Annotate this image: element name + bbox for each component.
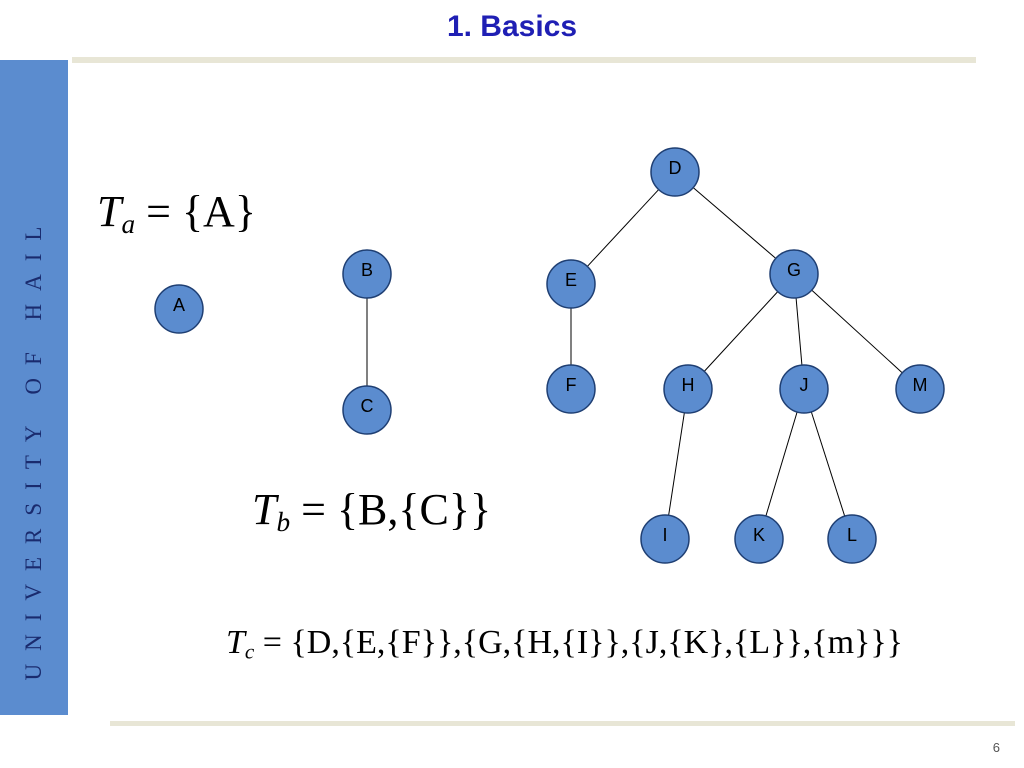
formula-ta-symbol: T bbox=[97, 187, 122, 236]
node-label: H bbox=[682, 375, 695, 395]
tree-node-h: H bbox=[663, 364, 713, 414]
node-label: J bbox=[800, 375, 809, 395]
slide-title: 1. Basics bbox=[446, 10, 578, 43]
tree-node-g: G bbox=[769, 249, 819, 299]
node-label: K bbox=[753, 525, 765, 545]
node-label: G bbox=[787, 260, 801, 280]
formula-tb-rhs: = {B,{C}} bbox=[290, 485, 492, 534]
edge-g-h bbox=[703, 291, 779, 372]
node-circle bbox=[546, 259, 596, 309]
node-circle bbox=[546, 364, 596, 414]
formula-ta-subscript: a bbox=[121, 208, 136, 239]
node-circle bbox=[650, 147, 700, 197]
node-label: F bbox=[566, 375, 577, 395]
node-label: B bbox=[361, 260, 373, 280]
tree-node-j: J bbox=[779, 364, 829, 414]
tree-node-i: I bbox=[640, 514, 690, 564]
node-label: D bbox=[669, 158, 682, 178]
tree-node-m: M bbox=[895, 364, 945, 414]
edge-g-m bbox=[811, 289, 903, 374]
edge-j-k bbox=[765, 411, 798, 517]
university-sidebar: UNIVERSITY OF HAIL bbox=[0, 60, 68, 715]
edge-h-i bbox=[668, 412, 685, 516]
node-label: M bbox=[913, 375, 928, 395]
node-label: C bbox=[361, 396, 374, 416]
tree-node-a: A bbox=[154, 284, 204, 334]
node-circle bbox=[342, 249, 392, 299]
formula-tc-subscript: c bbox=[244, 639, 255, 664]
tree-node-l: L bbox=[827, 514, 877, 564]
formula-tb-symbol: T bbox=[252, 485, 277, 534]
formula-tc-symbol: T bbox=[226, 624, 245, 661]
node-label: L bbox=[847, 525, 857, 545]
bottom-divider bbox=[110, 721, 1015, 726]
node-circle bbox=[734, 514, 784, 564]
edge-d-e bbox=[586, 189, 660, 267]
node-label: A bbox=[173, 295, 185, 315]
formula-tc-rhs: = {D,{E,{F}},{G,{H,{I}},{J,{K},{L}},{m}}… bbox=[254, 624, 904, 661]
tree-node-d: D bbox=[650, 147, 700, 197]
edge-d-g bbox=[692, 187, 777, 259]
tree-node-f: F bbox=[546, 364, 596, 414]
tree-node-b: B bbox=[342, 249, 392, 299]
formula-ta: Ta = {A} bbox=[97, 186, 256, 240]
top-divider bbox=[72, 57, 976, 63]
node-circle bbox=[342, 385, 392, 435]
node-circle bbox=[769, 249, 819, 299]
formula-ta-rhs: = {A} bbox=[135, 187, 256, 236]
edge-g-j bbox=[795, 297, 803, 366]
node-circle bbox=[154, 284, 204, 334]
node-circle bbox=[663, 364, 713, 414]
node-label: E bbox=[565, 270, 577, 290]
node-circle bbox=[779, 364, 829, 414]
page-number: 6 bbox=[992, 740, 1000, 755]
node-circle bbox=[895, 364, 945, 414]
node-circle bbox=[640, 514, 690, 564]
node-label: I bbox=[662, 525, 667, 545]
formula-tb: Tb = {B,{C}} bbox=[252, 484, 491, 538]
node-circle bbox=[827, 514, 877, 564]
formula-tb-subscript: b bbox=[276, 506, 291, 537]
formula-tc: Tc = {D,{E,{F}},{G,{H,{I}},{J,{K},{L}},{… bbox=[226, 624, 903, 664]
edge-j-l bbox=[810, 411, 846, 517]
tree-node-k: K bbox=[734, 514, 784, 564]
tree-node-c: C bbox=[342, 385, 392, 435]
tree-node-e: E bbox=[546, 259, 596, 309]
tree-edges bbox=[366, 187, 903, 517]
